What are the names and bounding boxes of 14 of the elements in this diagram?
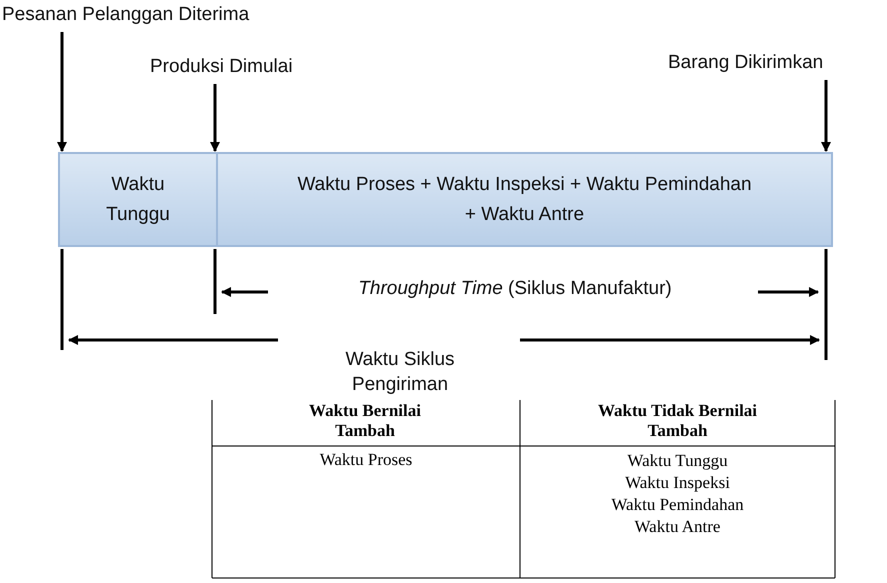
timeline-segment: Waktu Proses + Waktu Inspeksi + Waktu Pemindahan + Waktu Antre (216, 152, 833, 247)
table-cell-text: Waktu Tunggu Waktu Inspeksi Waktu Pemindahan Waktu Antre (610, 450, 745, 538)
event-label: Barang Dikirimkan (668, 52, 824, 74)
dimension-label: Waktu Siklus Pengiriman (344, 348, 456, 397)
table-cell-text: Waktu Proses (318, 450, 414, 470)
event-label: Pesanan Pelanggan Diterima (2, 4, 250, 26)
dimension-label: Throughput Time (Siklus Manufaktur) (357, 278, 673, 300)
arrow (210, 84, 220, 152)
header-cell-text: Waktu Bernilai Tambah (308, 401, 422, 441)
timeline-segment: Waktu Tunggu (58, 152, 218, 247)
arrow (57, 32, 67, 152)
arrow (821, 80, 831, 152)
header-cell-text: Waktu Tidak Bernilai Tambah (596, 401, 758, 441)
event-label: Produksi Dimulai (150, 56, 293, 78)
